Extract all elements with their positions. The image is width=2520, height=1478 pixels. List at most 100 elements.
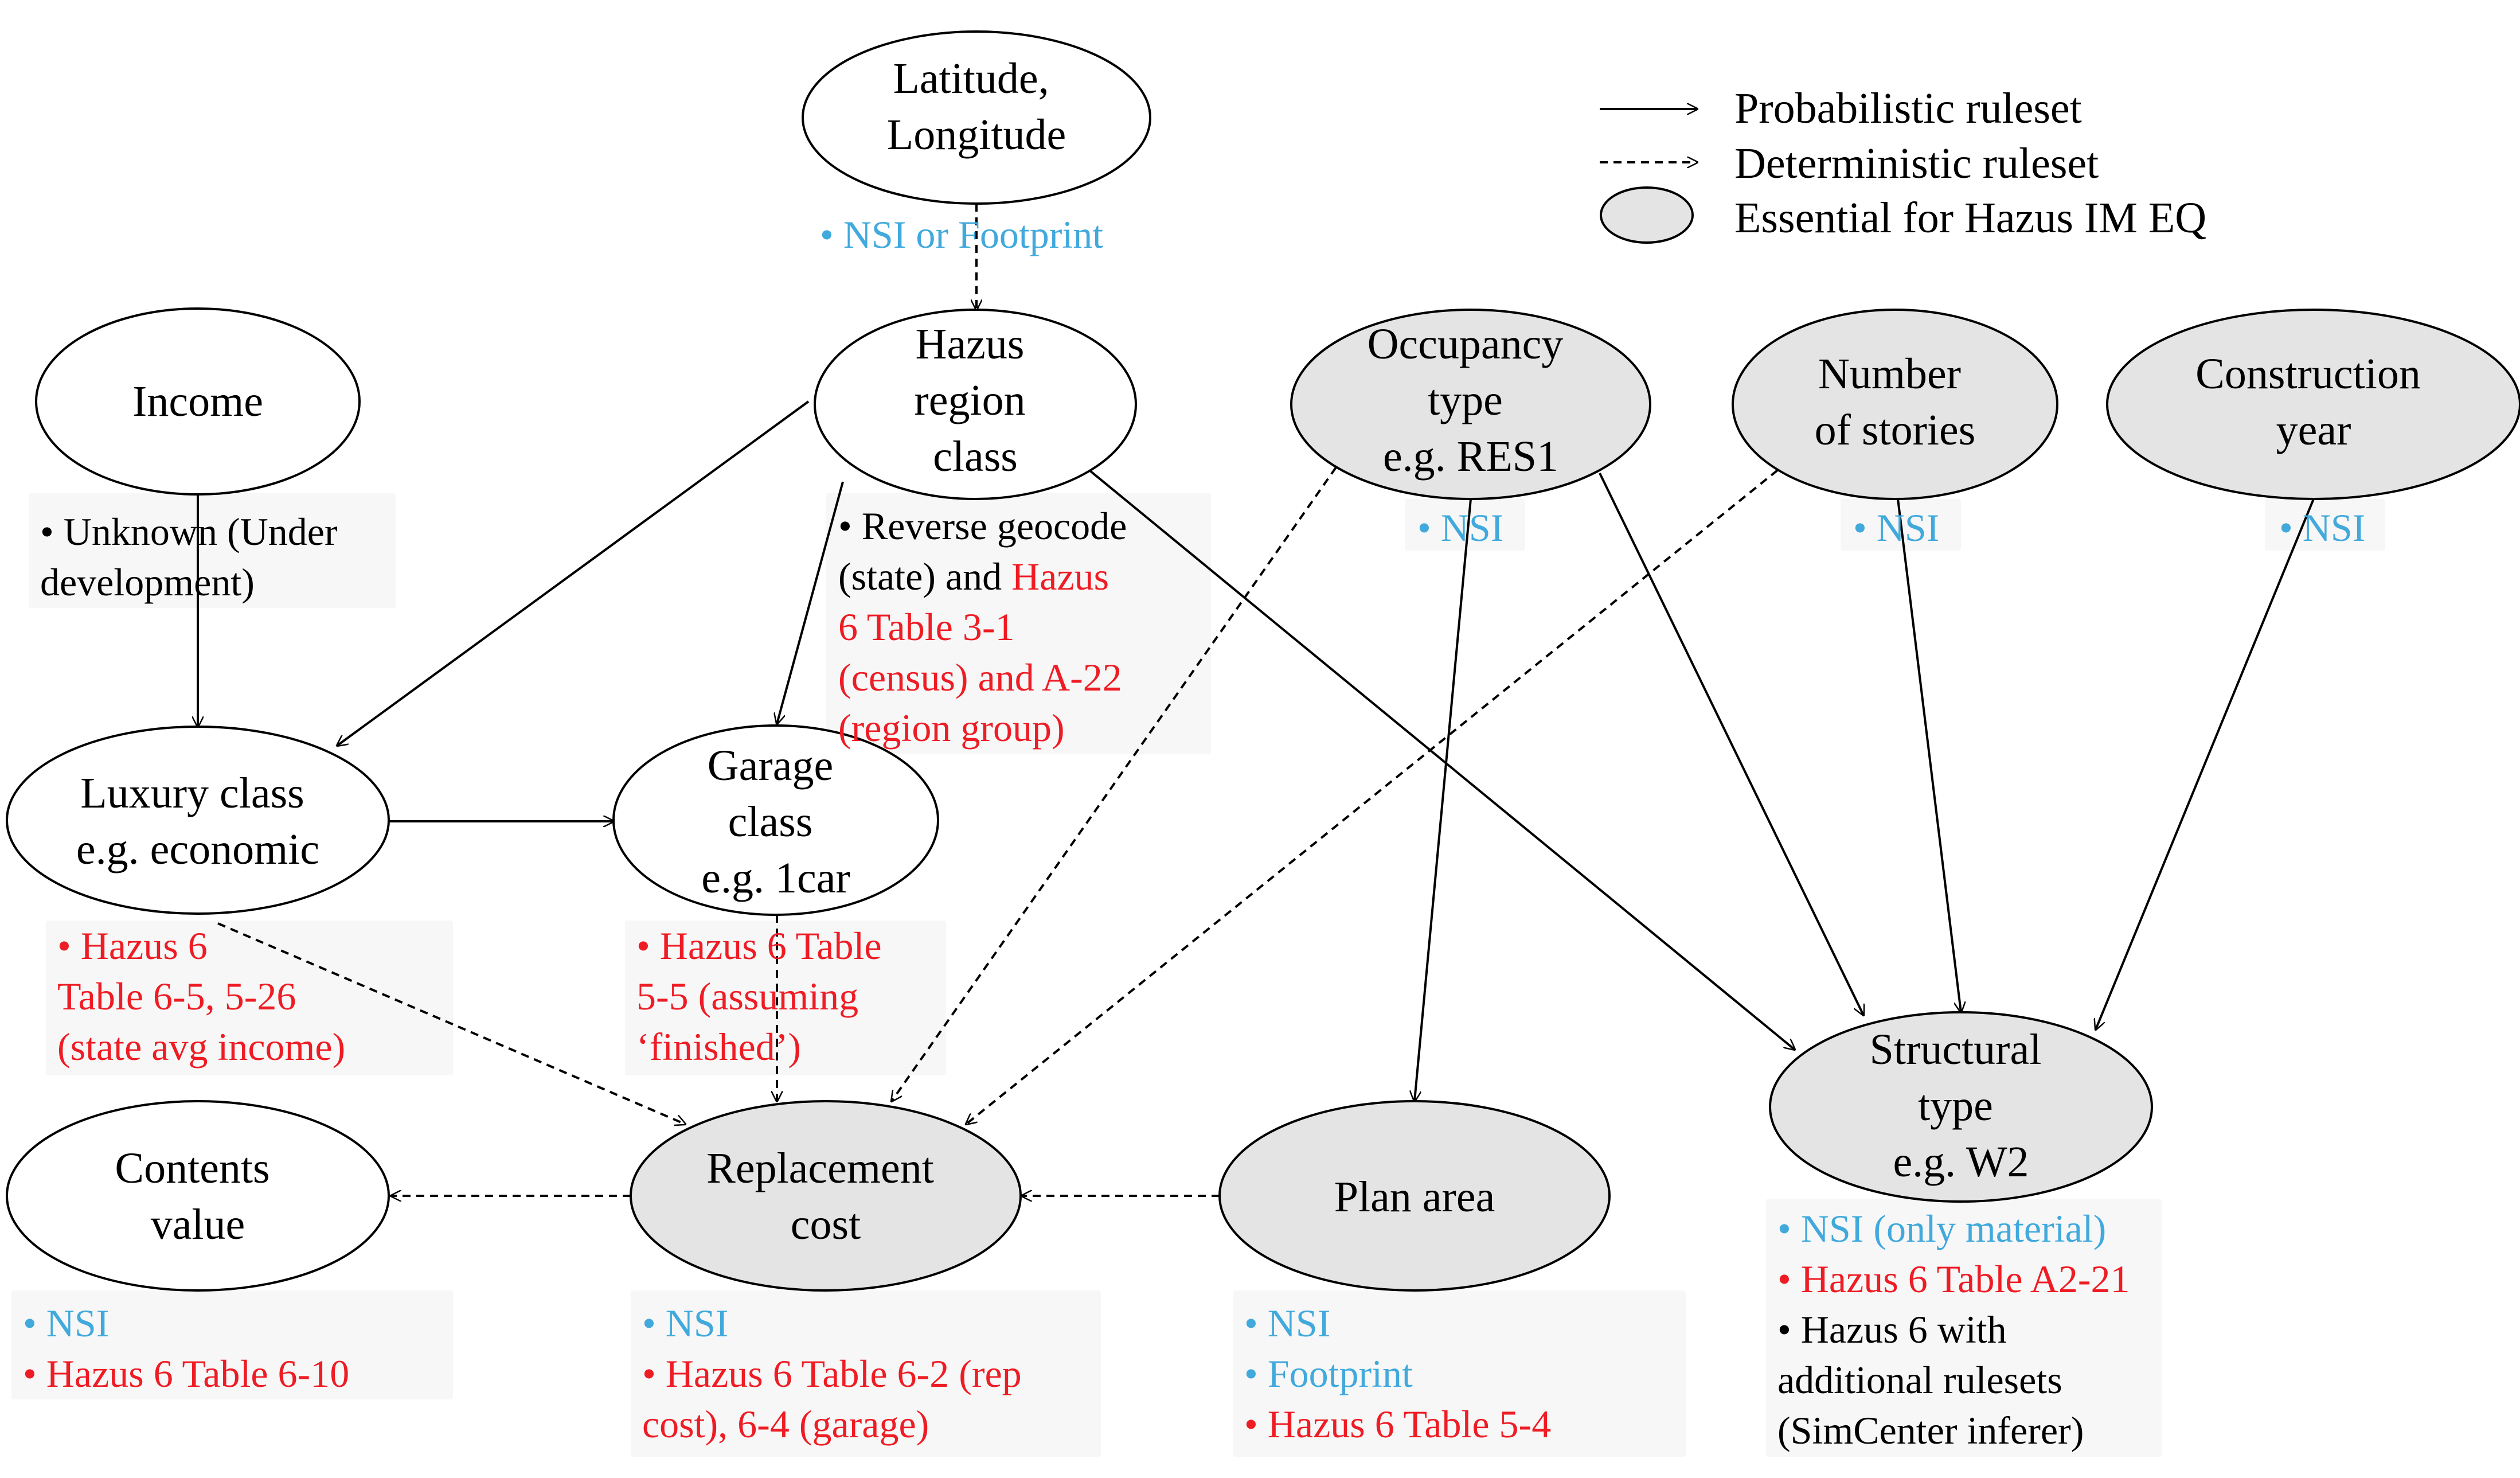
legend-probabilistic-label: Probabilistic ruleset bbox=[1734, 84, 2082, 132]
note-line-run: Table 6-5, 5-26 bbox=[57, 974, 296, 1018]
edges bbox=[198, 204, 2315, 1196]
note-latlon: • NSI or Footprint bbox=[820, 213, 1103, 256]
node-line: Number bbox=[1818, 350, 1961, 398]
note-contents: • NSI • Hazus 6 Table 6-10 bbox=[23, 1301, 349, 1395]
node-occupancy-label: Occupancy type e.g. RES1 bbox=[1368, 320, 1574, 481]
legend-deterministic-label: Deterministic ruleset bbox=[1734, 139, 2099, 188]
note-stories: • NSI bbox=[1853, 506, 1939, 549]
node-year-label: Construction year bbox=[2195, 350, 2432, 454]
note-line-run: development) bbox=[40, 560, 255, 604]
node-garage: Garage class e.g. 1car bbox=[612, 724, 939, 916]
note-bg-replacement bbox=[631, 1290, 1101, 1457]
node-latlon-label: Latitude, Longitude bbox=[887, 54, 1066, 159]
node-line: Income bbox=[132, 377, 263, 426]
node-line: Longitude bbox=[887, 111, 1066, 159]
note-line-run: • Hazus 6 Table bbox=[636, 924, 882, 968]
note-line-run: Hazus bbox=[1011, 555, 1109, 598]
note-line-run: • NSI bbox=[1417, 506, 1503, 549]
note-bg-occupancy bbox=[1405, 499, 1525, 551]
note-line-run: • NSI bbox=[1853, 506, 1939, 549]
node-line: Hazus bbox=[916, 320, 1025, 368]
note-line-run: cost), 6-4 (garage) bbox=[642, 1402, 929, 1446]
edge-stories-to-structural bbox=[1897, 498, 1961, 1012]
node-contents: Contents value bbox=[6, 1100, 390, 1292]
node-garage-label: Garage class e.g. 1car bbox=[701, 742, 850, 902]
note-line-run: • Hazus 6 Table 6-10 bbox=[23, 1352, 349, 1395]
node-line: e.g. W2 bbox=[1893, 1138, 2029, 1186]
node-line: type bbox=[1428, 376, 1503, 424]
note-line-run: • NSI bbox=[1244, 1301, 1330, 1345]
node-occupancy: Occupancy type e.g. RES1 bbox=[1290, 309, 1651, 500]
note-line-run: • Hazus 6 Table A2-21 bbox=[1777, 1257, 2130, 1301]
note-bg-year bbox=[2265, 499, 2385, 551]
node-line: Garage bbox=[708, 742, 833, 790]
node-line: cost bbox=[791, 1200, 861, 1249]
node-line: of stories bbox=[1815, 406, 1976, 454]
node-line: Replacement bbox=[706, 1144, 934, 1192]
node-replacement: Replacement cost bbox=[630, 1100, 1022, 1292]
node-region-label: Hazus region class bbox=[914, 320, 1036, 481]
note-line-run: (state) and bbox=[838, 555, 1011, 598]
node-line: class bbox=[728, 798, 813, 846]
node-line: e.g. economic bbox=[76, 825, 319, 873]
edge-occupancy-to-replacement bbox=[892, 466, 1337, 1101]
note-line-run: (state avg income) bbox=[57, 1025, 345, 1068]
note-bg-contents bbox=[11, 1290, 453, 1399]
node-line: Plan area bbox=[1334, 1173, 1495, 1221]
node-year: Construction year bbox=[2106, 309, 2520, 500]
note-line-run: (census) and A-22 bbox=[838, 656, 1122, 699]
node-region: Hazus region class bbox=[814, 309, 1137, 500]
node-income-label: Income bbox=[132, 377, 263, 426]
note-line-run: • Hazus 6 with bbox=[1777, 1308, 2007, 1351]
node-latlon: Latitude, Longitude bbox=[802, 30, 1151, 205]
note-luxury: • Hazus 6 Table 6-5, 5-26 (state avg incom… bbox=[57, 924, 345, 1068]
node-contents-label: Contents value bbox=[115, 1144, 280, 1249]
note-backgrounds bbox=[11, 493, 2385, 1457]
edge-year-to-structural bbox=[2096, 498, 2315, 1029]
note-line-run: • Hazus 6 Table 6-2 (rep bbox=[642, 1352, 1022, 1395]
note-line-run: (region group) bbox=[838, 706, 1065, 750]
note-bg-income bbox=[29, 493, 396, 608]
node-line: Construction bbox=[2195, 350, 2421, 398]
annotations: • NSI or Footprint • Unknown (Under devel… bbox=[23, 213, 2365, 1452]
note-line-run: additional rulesets bbox=[1777, 1358, 2062, 1402]
note-bg-garage bbox=[625, 921, 946, 1075]
legend: Probabilistic ruleset Deterministic rule… bbox=[1600, 84, 2206, 244]
note-line-run: 6 Table 3-1 bbox=[838, 605, 1014, 649]
edge-region-to-garage bbox=[777, 481, 844, 724]
node-income: Income bbox=[35, 307, 361, 496]
note-bg-region bbox=[826, 493, 1211, 754]
note-line-run: • Unknown (Under bbox=[40, 510, 338, 553]
node-luxury: Luxury class e.g. economic bbox=[6, 726, 390, 915]
edge-stories-to-replacement bbox=[966, 469, 1779, 1124]
note-line-run: • NSI bbox=[23, 1301, 109, 1345]
note-line-run: • Footprint bbox=[1244, 1352, 1413, 1395]
node-line: region bbox=[914, 376, 1025, 424]
edge-occupancy-to-structural bbox=[1599, 473, 1863, 1015]
legend-essential-swatch bbox=[1600, 186, 1694, 244]
note-line-run: ‘finished’) bbox=[636, 1025, 801, 1068]
node-line: e.g. 1car bbox=[701, 854, 850, 902]
node-structural-label: Structural type e.g. W2 bbox=[1870, 1025, 2053, 1186]
node-line: Contents bbox=[115, 1144, 269, 1192]
note-planarea: • NSI• Footprint• Hazus 6 Table 5-4 bbox=[1244, 1301, 1551, 1446]
note-line-run: • Hazus 6 bbox=[57, 924, 208, 968]
note-bg-structural bbox=[1766, 1199, 2162, 1457]
node-line: Structural bbox=[1870, 1025, 2042, 1074]
node-planarea: Plan area bbox=[1218, 1100, 1611, 1292]
note-year: • NSI bbox=[2279, 506, 2365, 549]
note-line-run: (SimCenter inferer) bbox=[1777, 1409, 2084, 1452]
nodes: Latitude, Longitude Hazus region class I… bbox=[6, 30, 2520, 1292]
node-line: type bbox=[1918, 1082, 1993, 1130]
edge-region-to-luxury bbox=[337, 400, 810, 746]
note-bg-planarea bbox=[1233, 1290, 1686, 1457]
node-line: Occupancy bbox=[1368, 320, 1564, 368]
node-line: class bbox=[933, 432, 1018, 481]
edge-region-to-structural bbox=[1088, 469, 1795, 1050]
node-planarea-label: Plan area bbox=[1334, 1173, 1495, 1221]
node-line: year bbox=[2276, 406, 2351, 454]
